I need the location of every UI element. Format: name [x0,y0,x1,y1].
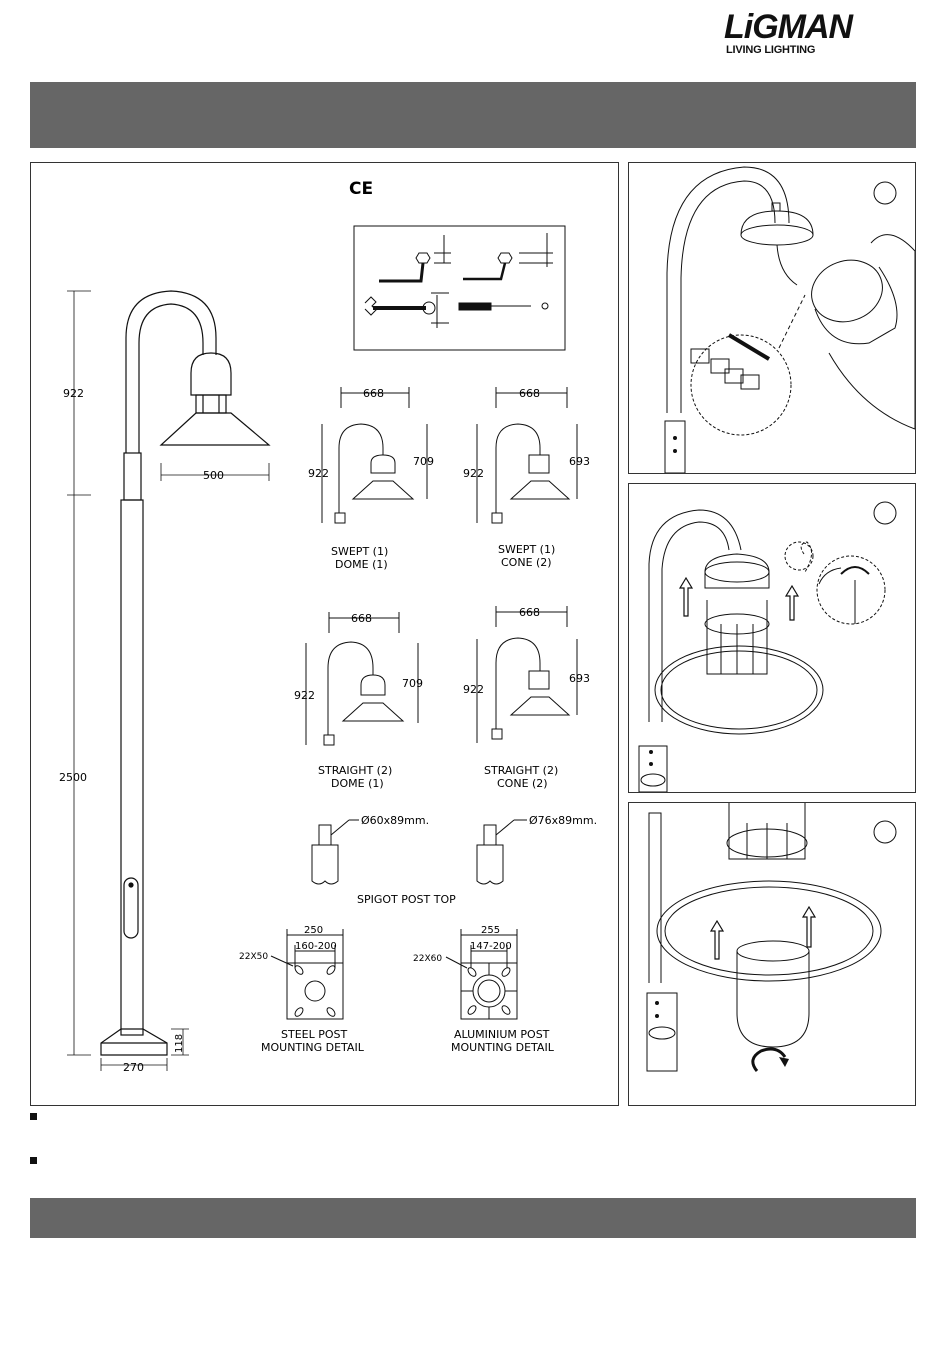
aluminium-caption-line1: ALUMINIUM POST [454,1028,550,1041]
up-arrow-icon [678,576,694,617]
spanner-icon [364,292,449,328]
dimension-drawing: CE [59,179,597,1074]
install-step-2-panel [628,483,916,793]
hex-key-icon [463,233,553,281]
steel-slot-dim: 22X50 [239,952,268,962]
aluminium-mounting-plate [445,929,518,1020]
install-step-1-illustration [664,166,916,474]
base-height-label: 118 [174,1034,185,1053]
variant-4-head-height: 693 [569,672,590,685]
variant-1-width: 668 [363,387,384,400]
variant-2-width: 668 [519,387,540,400]
step-2-marker [873,501,897,525]
note-bullet-1 [30,1113,37,1120]
variant-3-width: 668 [351,612,372,625]
aluminium-slot-dim: 22X60 [413,954,442,964]
variant-4-name-line1: STRAIGHT (2) [484,764,558,777]
brand-tagline: LIVING LIGHTING [726,44,816,56]
variant-2-height: 922 [463,467,484,480]
variant-1-height: 922 [308,467,329,480]
variant-2-name-line1: SWEPT (1) [498,543,555,556]
ce-mark: CE [349,179,373,199]
step-3-marker [873,820,897,844]
variant-straight-cone: 668 922 693 STRAIGHT (2) CONE (2) [463,606,590,790]
steel-pcd-dim: 160-200 [295,941,337,952]
arm-height-label: 922 [63,387,84,400]
header-band [30,82,916,148]
aluminium-pcd-dim: 147-200 [470,941,512,952]
variant-4-width: 668 [519,606,540,619]
install-step-3-panel [628,802,916,1106]
screwdriver-icon [458,302,549,311]
spigot-caption: SPIGOT POST TOP [357,893,456,906]
up-arrow-icon [784,584,800,621]
aluminium-caption-line2: MOUNTING DETAIL [451,1041,555,1054]
install-step-3-illustration [646,803,897,1072]
variant-swept-cone: 668 922 693 SWEPT (1) CONE (2) [463,387,590,569]
install-step-2-illustration [638,501,897,793]
variant-4-height: 922 [463,683,484,696]
brand-name: LiGMAN [724,8,853,46]
aluminium-overall-dim: 255 [481,925,500,936]
variant-2-name-line2: CONE (2) [501,556,552,569]
variant-3-head-height: 709 [402,677,423,690]
steel-mounting-plate [270,929,344,1020]
note-bullet-2 [30,1157,37,1164]
variant-3-name-line2: DOME (1) [331,777,384,790]
pole-height-label: 2500 [59,771,87,784]
spigot-left-label: Ø60x89mm. [361,814,429,827]
variant-3-name-line1: STRAIGHT (2) [318,764,392,777]
hex-key-icon [379,235,451,283]
spigot-right-label: Ø76x89mm. [529,814,597,827]
variant-4-name-line2: CONE (2) [497,777,548,790]
step-1-marker [873,181,897,205]
up-arrow-icon [801,905,817,948]
steel-caption-line2: MOUNTING DETAIL [261,1041,365,1054]
variant-1-name-line2: DOME (1) [335,558,388,571]
dimension-drawing-panel: CE [30,162,619,1106]
variant-straight-dome: 668 922 709 STRAIGHT (2) DOME (1) [294,612,423,790]
main-pole-drawing [100,290,271,1056]
footer-band [30,1198,916,1238]
base-width-label: 270 [123,1061,144,1074]
brand-logo: LiGMAN LIVING LIGHTING [724,10,916,60]
rotate-arrow-icon [751,1047,789,1072]
variant-1-head-height: 709 [413,455,434,468]
up-arrow-icon [709,919,725,960]
head-width-label: 500 [203,469,224,482]
steel-caption-line1: STEEL POST [281,1028,348,1041]
steel-overall-dim: 250 [304,925,323,936]
install-step-1-panel [628,162,916,474]
spigot-drawings [311,819,527,885]
tools-box [353,225,566,351]
variant-swept-dome: 668 922 709 SWEPT (1) DOME (1) [308,387,434,571]
variant-2-head-height: 693 [569,455,590,468]
variant-3-height: 922 [294,689,315,702]
variant-1-name-line1: SWEPT (1) [331,545,388,558]
